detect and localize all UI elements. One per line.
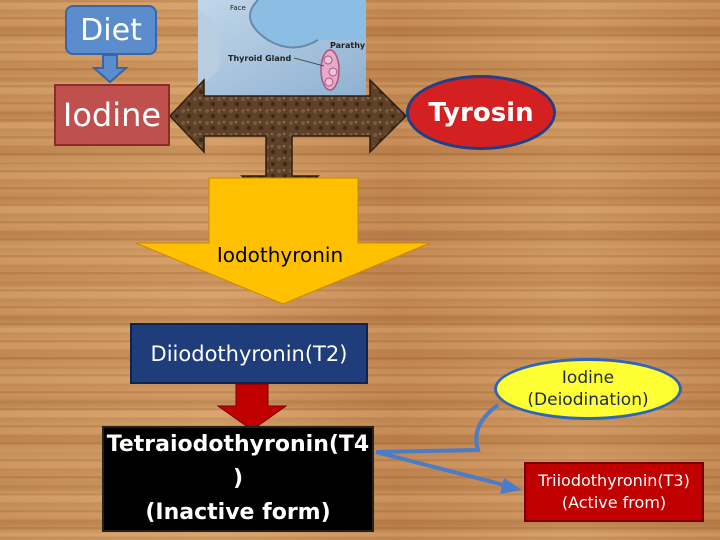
triiodothyronin-line2: (Active from): [561, 493, 667, 512]
thyroid-gland-label: Thyroid Gland: [228, 54, 291, 63]
diet-box: Diet: [65, 5, 157, 55]
parathy-label: Parathy: [330, 41, 366, 50]
diiodothyronin-box: Diiodothyronin(T2): [130, 323, 368, 384]
tetraiodothyronin-line2: ): [232, 466, 244, 491]
red-down-arrow: [216, 383, 288, 431]
iodine-label: Iodine: [62, 96, 162, 134]
iodothyronin-label: Iodothyronin: [216, 243, 344, 267]
deiodination-oval: Iodine (Deiodination): [494, 358, 682, 420]
deiodination-line1: Iodine: [561, 368, 615, 388]
tyrosin-oval: Tyrosin: [406, 75, 556, 150]
diet-label: Diet: [80, 12, 142, 48]
t4-to-t3-arrowhead: [500, 478, 522, 494]
diiodothyronin-label: Diiodothyronin(T2): [150, 341, 348, 366]
yellow-down-arrow: [135, 177, 431, 305]
face-label: Face: [230, 4, 246, 12]
tyrosin-label: Tyrosin: [428, 97, 534, 128]
triiodothyronin-line1: Triiodothyronin(T3): [538, 471, 690, 490]
deiodination-line2: (Deiodination): [527, 390, 649, 410]
tetraiodothyronin-box: Tetraiodothyronin(T4 ) (Inactive form): [102, 426, 374, 532]
t4-to-t3-connector: [375, 450, 509, 488]
thyroid-anatomy-image: Face Parathy Thyroid Gland: [198, 0, 366, 96]
three-way-brown-arrow: [168, 78, 408, 212]
tetraiodothyronin-line1: Tetraiodothyronin(T4: [106, 432, 370, 457]
triiodothyronin-box: Triiodothyronin(T3) (Active from): [524, 462, 704, 522]
iodine-box: Iodine: [54, 84, 170, 146]
tetraiodothyronin-line3: (Inactive form): [145, 500, 331, 525]
thyroid-illustration: Face Parathy Thyroid Gland: [198, 0, 366, 96]
diet-to-iodine-arrow: [91, 54, 129, 84]
t4-to-deiodination-connector: [375, 403, 500, 454]
